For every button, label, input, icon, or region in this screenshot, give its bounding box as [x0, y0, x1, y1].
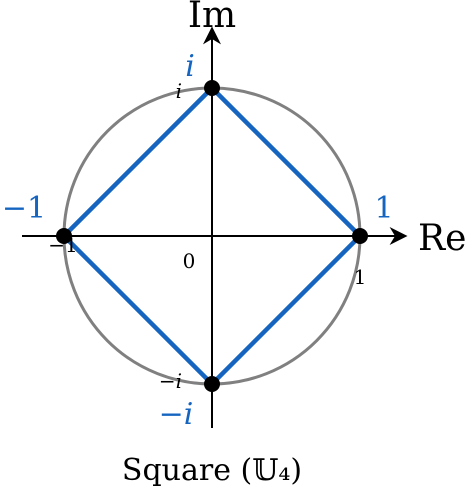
vertex-neg-i	[204, 376, 220, 392]
tick-label-neg-imag: −i	[159, 369, 182, 393]
vertex-label-i: i	[185, 49, 195, 84]
vertex-label-one: 1	[374, 191, 393, 226]
tick-label-neg-real: −1	[48, 233, 77, 257]
vertex-neg-one	[56, 228, 72, 244]
tick-label-pos-real: 1	[354, 265, 367, 289]
vertex-i	[204, 80, 220, 96]
real-axis-label: Re	[418, 218, 466, 259]
vertex-one	[352, 228, 368, 244]
tick-label-pos-imag: i	[176, 79, 182, 103]
vertex-label-neg-one: −1	[2, 191, 46, 226]
diagram-caption: Square (𝕌₄)	[122, 453, 302, 488]
imag-axis-label: Im	[188, 0, 236, 36]
origin-label: 0	[183, 249, 196, 273]
vertex-label-neg-i: −i	[159, 397, 194, 432]
